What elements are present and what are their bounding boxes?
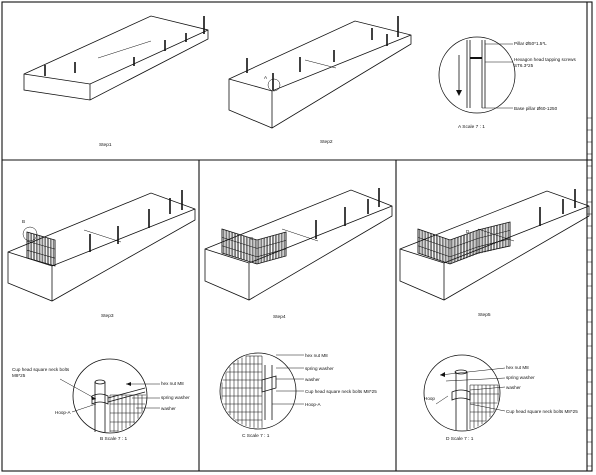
detail-d-spring-label: spring washer [506, 375, 535, 380]
detail-b-hex-nut-label: hex nut M8 [161, 381, 184, 386]
detail-a-pillar-label: Pillar Ø50*1.5*L [514, 41, 547, 46]
detail-d-bolts-label: Cup head square neck bolts M8*25 [506, 409, 578, 414]
detail-a-screws-label-1: Hexagon head tapping screws [514, 57, 577, 62]
detail-a-illustration [438, 36, 516, 114]
detail-b-illustration [59, 358, 160, 434]
detail-d-hex-nut-label: hex nut M8 [506, 365, 529, 370]
detail-d-marker: D [466, 229, 470, 234]
detail-a-base-label: Base pillar Ø60-1250 [514, 106, 558, 111]
detail-b-spring-label: spring washer [161, 395, 190, 400]
detail-b-hoop-label: Hoop-A [55, 410, 72, 415]
detail-c-hex-nut-label: hex nut M8 [305, 353, 328, 358]
detail-b-marker: B [22, 219, 25, 224]
step5-label: Step5 [478, 312, 491, 318]
detail-c-washer-label: washer [305, 377, 320, 382]
step5-illustration: D [399, 189, 590, 301]
step2-label: Step2 [320, 139, 333, 145]
detail-b-bolts-label-1: Cup head square neck bolts [12, 367, 70, 372]
detail-a-marker: A [264, 75, 268, 80]
step4-illustration: C [204, 188, 393, 301]
step2-illustration: A [228, 16, 412, 129]
step3-illustration: B [7, 190, 196, 302]
detail-d-washer-label: washer [506, 385, 521, 390]
step3-label: Step3 [101, 313, 114, 319]
detail-c-scale: C Scale 7 : 1 [242, 433, 270, 439]
step1-illustration [23, 15, 209, 101]
detail-a-screws-label-2: ST6.3*25 [514, 63, 534, 68]
detail-d-scale: D Scale 7 : 1 [446, 436, 474, 442]
title-block-strip [587, 117, 592, 467]
detail-b-washer-label: washer [161, 406, 176, 411]
detail-c-bolts-label: Cup head square neck bolts M8*25 [305, 389, 377, 394]
detail-b-scale: B Scale 7 : 1 [100, 436, 128, 442]
detail-c-spring-label: spring washer [305, 366, 334, 371]
detail-d-hoop-label: Hoop [424, 396, 435, 401]
detail-d-illustration [423, 354, 506, 432]
detail-b-bolts-label-2: M8*25 [12, 373, 26, 378]
detail-c-hoop-label: Hoop-A [305, 402, 322, 407]
detail-c-marker: C [250, 236, 254, 241]
step1-label: Step1 [99, 142, 112, 148]
step4-label: Step4 [273, 314, 286, 320]
detail-a-scale: A Scale 7 : 1 [458, 124, 485, 130]
detail-c-illustration [219, 352, 304, 430]
